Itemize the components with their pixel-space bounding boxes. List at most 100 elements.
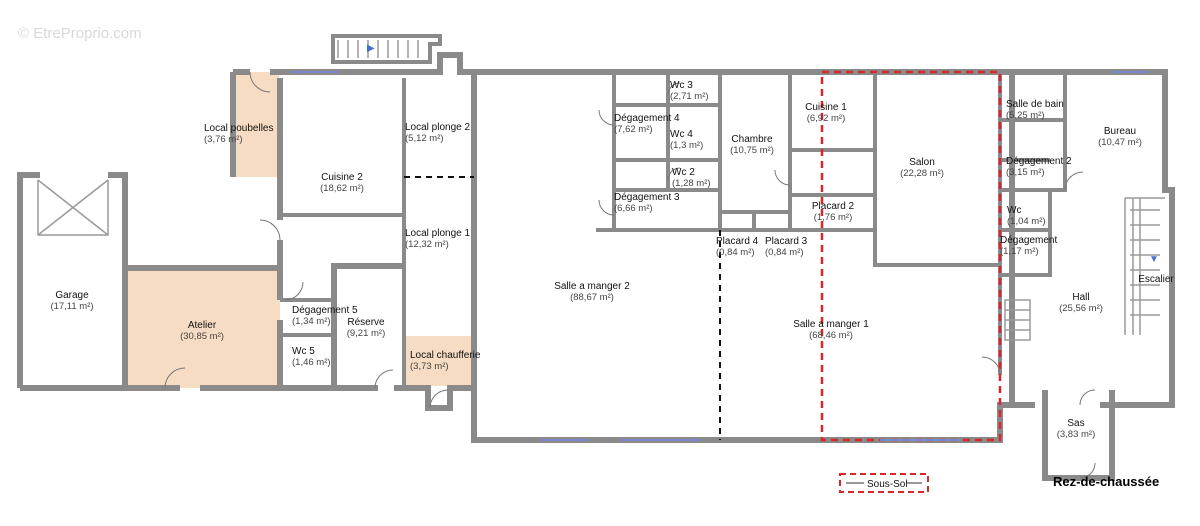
room-wc-3: Wc 3(2,71 m²) <box>670 80 709 102</box>
room-escalier: Escalier <box>1138 274 1174 285</box>
room-cuisine-2: Cuisine 2(18,62 m²) <box>320 172 364 194</box>
room-name: Placard 4 <box>716 236 759 247</box>
room-area: (0,84 m²) <box>716 247 755 258</box>
room-name: Salle a manger 2 <box>554 281 630 292</box>
room-wc-2: Wc 2(1,28 m²) <box>672 167 711 189</box>
room-name: Wc 5 <box>292 346 315 357</box>
room-name: Atelier <box>188 320 217 331</box>
room-name: Hall <box>1072 292 1089 303</box>
floor-title: Rez-de-chaussée <box>1053 474 1159 489</box>
room-hall: Hall(25,56 m²) <box>1059 292 1103 314</box>
stair-arrow-icon: ▼ <box>1149 254 1159 265</box>
room-area: (5,25 m²) <box>1006 110 1045 121</box>
room-name: Dégagement 5 <box>292 305 358 316</box>
room-name: Garage <box>55 290 89 301</box>
room-area: (17,11 m²) <box>50 301 93 312</box>
room-area: (3,15 m²) <box>1006 167 1045 178</box>
garage-ramp <box>37 179 109 236</box>
room-salle-a-manger-2: Salle a manger 2(88,67 m²) <box>554 281 630 303</box>
room-area: (2,71 m²) <box>670 91 709 102</box>
room-local-poubelles: Local poubelles(3,76 m²) <box>204 123 274 145</box>
legend: Sous-Sol <box>839 473 929 493</box>
room-area: (3,83 m²) <box>1057 429 1096 440</box>
watermark: © EtreProprio.com <box>18 25 142 42</box>
room-fill-atelier <box>125 268 280 388</box>
room-area: (22,28 m²) <box>900 168 944 179</box>
room-name: Salle a manger 1 <box>793 319 869 330</box>
room-degagement-5: Dégagement 5(1,34 m²) <box>292 305 358 327</box>
room-area: (5,12 m²) <box>405 133 444 144</box>
room-local-plonge-1: Local plonge 1(12,32 m²) <box>405 228 470 250</box>
room-area: (3,76 m²) <box>204 134 243 145</box>
room-sas: Sas(3,83 m²) <box>1057 418 1096 440</box>
room-area: (0,84 m²) <box>765 247 804 258</box>
room-area: (30,85 m²) <box>180 331 224 342</box>
room-area: (1,28 m²) <box>672 178 711 189</box>
room-local-plonge-2: Local plonge 2(5,12 m²) <box>405 122 470 144</box>
room-name: Escalier <box>1138 274 1174 285</box>
room-area: (10,47 m²) <box>1098 137 1142 148</box>
room-area: (1,04 m²) <box>1007 216 1046 227</box>
room-area: (88,67 m²) <box>570 292 614 303</box>
room-name: Wc 3 <box>670 80 693 91</box>
room-reserve: Réserve(9,21 m²) <box>347 317 386 339</box>
room-fill-local-poubelles <box>233 72 279 177</box>
room-area: (9,21 m²) <box>347 328 386 339</box>
room-name: Local plonge 2 <box>405 122 470 133</box>
room-salle-de-bain: Salle de bain(5,25 m²) <box>1006 99 1064 121</box>
room-area: (7,62 m²) <box>614 124 653 135</box>
room-wc-4: Wc 4(1,3 m²) <box>670 129 703 151</box>
room-placard-2: Placard 2(1,76 m²) <box>812 201 855 223</box>
room-name: Salle de bain <box>1006 99 1064 110</box>
room-name: Cuisine 1 <box>805 102 847 113</box>
room-placard-3: Placard 3(0,84 m²) <box>765 236 808 258</box>
room-area: (25,56 m²) <box>1059 303 1103 314</box>
room-wc: Wc(1,04 m²) <box>1007 205 1046 227</box>
room-chambre: Chambre(10,75 m²) <box>730 134 774 156</box>
room-name: Bureau <box>1104 126 1136 137</box>
room-name: Placard 3 <box>765 236 808 247</box>
room-area: (6,92 m²) <box>807 113 846 124</box>
room-cuisine-1: Cuisine 1(6,92 m²) <box>805 102 847 124</box>
room-name: Cuisine 2 <box>321 172 363 183</box>
room-fill-local-chaufferie <box>404 336 472 386</box>
room-bureau: Bureau(10,47 m²) <box>1098 126 1142 148</box>
room-name: Réserve <box>347 317 385 328</box>
sous-sol-outline <box>820 70 1002 442</box>
room-area: (1,76 m²) <box>814 212 853 223</box>
room-salle-a-manger-1: Salle a manger 1(68,46 m²) <box>793 319 869 341</box>
room-area: (1,34 m²) <box>292 316 331 327</box>
room-local-chaufferie: Local chaufferie(3,73 m²) <box>410 350 481 372</box>
room-name: Wc <box>1007 205 1021 216</box>
legend-label: Sous-Sol <box>867 479 908 490</box>
room-name: Sas <box>1067 418 1084 429</box>
room-atelier: Atelier(30,85 m²) <box>180 320 224 342</box>
room-degagement-2: Dégagement 2(3,15 m²) <box>1006 156 1072 178</box>
windows <box>290 71 1150 441</box>
room-name: Dégagement 4 <box>614 113 680 124</box>
room-area: (68,46 m²) <box>809 330 853 341</box>
stair-arrow-icon: ▶ <box>367 43 375 54</box>
room-name: Local poubelles <box>204 123 274 134</box>
room-name: Chambre <box>731 134 773 145</box>
room-degagement-4: Dégagement 4(7,62 m²) <box>614 113 680 135</box>
room-name: Wc 4 <box>670 129 693 140</box>
room-garage: Garage(17,11 m²) <box>50 290 93 312</box>
dashed-partitions <box>404 176 721 440</box>
room-degagement: Dégagement(1,17 m²) <box>1000 235 1057 257</box>
room-area: (6,66 m²) <box>614 203 653 214</box>
room-name: Dégagement <box>1000 235 1057 246</box>
room-name: Salon <box>909 157 935 168</box>
room-name: Placard 2 <box>812 201 855 212</box>
room-area: (12,32 m²) <box>405 239 449 250</box>
room-name: Dégagement 2 <box>1006 156 1072 167</box>
room-area: (1,46 m²) <box>292 357 331 368</box>
room-name: Local chaufferie <box>410 350 481 361</box>
room-degagement-3: Dégagement 3(6,66 m²) <box>614 192 680 214</box>
legend-box <box>839 473 929 493</box>
room-wc-5: Wc 5(1,46 m²) <box>292 346 331 368</box>
room-area: (18,62 m²) <box>320 183 364 194</box>
room-salon: Salon(22,28 m²) <box>900 157 944 179</box>
room-labels: Local poubelles(3,76 m²) Cuisine 2(18,62 … <box>50 80 1174 440</box>
